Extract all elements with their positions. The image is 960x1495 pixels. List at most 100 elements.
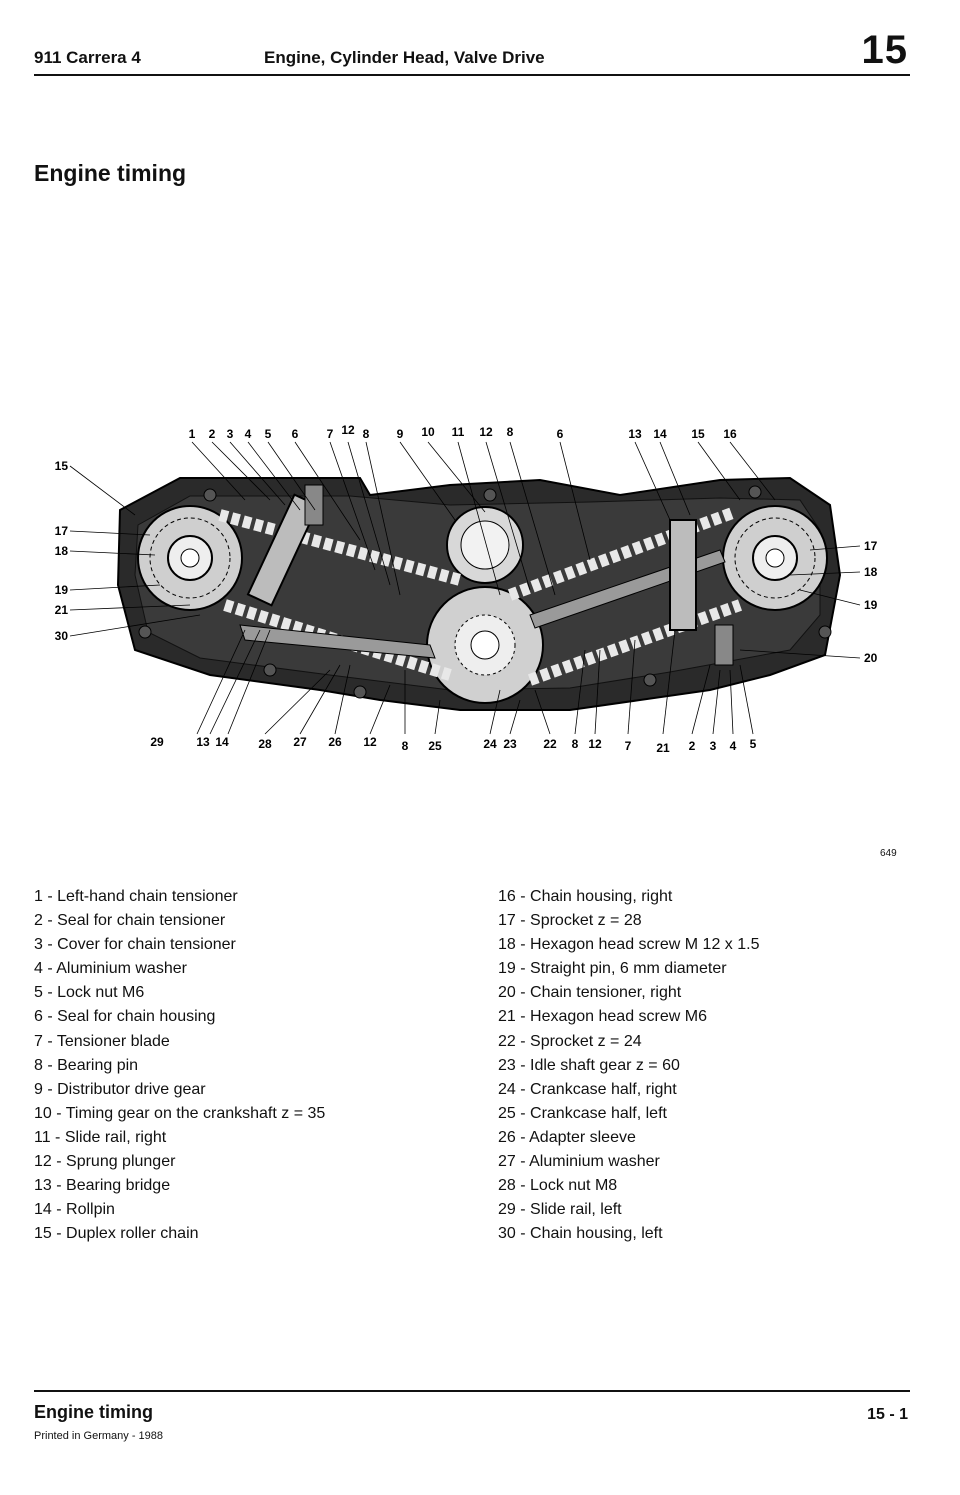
callout-label: 17 [55,524,69,538]
legend-item: 3 - Cover for chain tensioner [34,936,236,954]
callout-label: 1 [189,427,196,441]
page-header: 911 Carrera 4 Engine, Cylinder Head, Val… [34,28,910,76]
callouts-bottom: 29 13 14 28 27 26 12 8 25 24 23 22 8 12 … [150,735,756,755]
callout-label: 4 [245,427,252,441]
footer-title: Engine timing [34,1402,153,1422]
callout-label: 4 [730,739,737,753]
legend-item: 17 - Sprocket z = 28 [498,912,642,930]
callout-label: 25 [428,739,442,753]
legend-item: 16 - Chain housing, right [498,888,673,905]
legend-item: 1 - Left-hand chain tensioner [34,888,238,905]
legend-item: 7 - Tensioner blade [34,1032,170,1050]
legend-item: 29 - Slide rail, left [498,1201,622,1219]
header-section-number: 15 [861,28,908,72]
callout-label: 23 [503,737,517,751]
chain-left-lower [223,599,452,681]
slide-rail-left [239,624,436,659]
callout-label: 19 [864,598,878,612]
callouts-top: 1 2 3 4 5 6 7 12 8 9 10 11 12 8 6 13 14 … [189,423,737,441]
callout-label: 15 [691,427,705,441]
callout-label: 24 [483,737,497,751]
callout-label: 18 [864,565,878,579]
callout-label: 27 [293,735,307,749]
legend-item: 18 - Hexagon head screw M 12 x 1.5 [498,936,760,954]
chain-left-upper [218,509,462,586]
callout-label: 6 [557,427,564,441]
callout-label: 20 [864,651,878,665]
legend-item: 10 - Timing gear on the crankshaft z = 3… [34,1104,326,1122]
page-footer: Engine timing Printed in Germany - 1988 … [34,1390,910,1450]
legend-item: 21 - Hexagon head screw M6 [498,1008,707,1026]
legend-item: 27 - Aluminium washer [498,1153,660,1171]
callout-label: 5 [265,427,272,441]
figure-number: 649 [880,848,897,859]
callout-label: 26 [328,735,342,749]
legend-item: 22 - Sprocket z = 24 [498,1032,642,1050]
legend-item: 26 - Adapter sleeve [498,1128,636,1146]
legend-left: 1 - Left-hand chain tensioner 2 - Seal f… [34,885,474,1246]
callout-label: 19 [55,583,69,597]
callouts-right: 17 18 19 20 [864,539,878,665]
legend-item: 19 - Straight pin, 6 mm diameter [498,960,727,978]
callout-label: 12 [479,425,493,439]
callout-label: 8 [572,737,579,751]
callout-label: 3 [710,739,717,753]
legend-item: 20 - Chain tensioner, right [498,984,682,1002]
callout-label: 8 [363,427,370,441]
callout-label: 28 [258,737,272,751]
callout-label: 22 [543,737,557,751]
callout-label: 14 [653,427,667,441]
section-title: Engine timing [34,160,187,186]
legend-item: 6 - Seal for chain housing [34,1008,216,1026]
legend-item: 15 - Duplex roller chain [34,1225,199,1243]
callout-label: 12 [588,737,602,751]
callout-label: 12 [341,423,355,437]
header-model: 911 Carrera 4 [34,48,141,67]
callout-label: 13 [196,735,210,749]
callout-label: 9 [397,427,404,441]
chain-right-upper [507,506,738,601]
page-number: 15 - 1 [867,1406,908,1423]
callout-label: 13 [628,427,642,441]
callout-label: 8 [402,739,409,753]
callout-label: 29 [150,735,164,749]
legend-item: 25 - Crankcase half, left [498,1104,667,1122]
callout-label: 8 [507,425,514,439]
legend-item: 12 - Sprung plunger [34,1153,176,1171]
callout-label: 21 [55,603,69,617]
callout-label: 10 [421,425,435,439]
callout-label: 5 [750,737,757,751]
legend-right: 16 - Chain housing, right 17 - Sprocket … [498,885,928,1246]
callout-label: 14 [215,735,229,749]
legend-item: 14 - Rollpin [34,1201,115,1219]
legend-item: 2 - Seal for chain tensioner [34,912,226,930]
callout-label: 18 [55,544,69,558]
callouts-left: 15 17 18 19 21 30 [55,459,69,643]
right-chain-tensioner [669,519,697,631]
footer-printed: Printed in Germany - 1988 [34,1430,164,1442]
legend-item: 23 - Idle shaft gear z = 60 [498,1056,680,1074]
callout-label: 7 [625,739,632,753]
callout-label: 17 [864,539,878,553]
callout-label: 16 [723,427,737,441]
callout-label: 21 [656,741,670,755]
callout-label: 3 [227,427,234,441]
legend-item: 28 - Lock nut M8 [498,1177,618,1195]
callout-label: 2 [689,739,696,753]
legend-item: 11 - Slide rail, right [34,1128,167,1146]
callout-label: 11 [452,425,465,439]
diagram-illustration: 1 2 3 4 5 6 7 12 8 9 10 11 12 8 6 13 14 … [55,423,878,755]
legend-item: 8 - Bearing pin [34,1056,139,1074]
legend-item: 24 - Crankcase half, right [498,1080,677,1098]
legend-item: 4 - Aluminium washer [34,960,187,978]
callout-label: 7 [327,427,334,441]
legend-item: 30 - Chain housing, left [498,1225,663,1243]
callout-label: 30 [55,629,69,643]
legend-item: 9 - Distributor drive gear [34,1080,206,1098]
callout-label: 15 [55,459,69,473]
callout-label: 6 [292,427,299,441]
header-title: Engine, Cylinder Head, Valve Drive [264,48,545,67]
engine-timing-diagram: 1 2 3 4 5 6 7 12 8 9 10 11 12 8 6 13 14 … [30,400,930,800]
legend-item: 5 - Lock nut M6 [34,984,145,1002]
callout-label: 2 [209,427,216,441]
